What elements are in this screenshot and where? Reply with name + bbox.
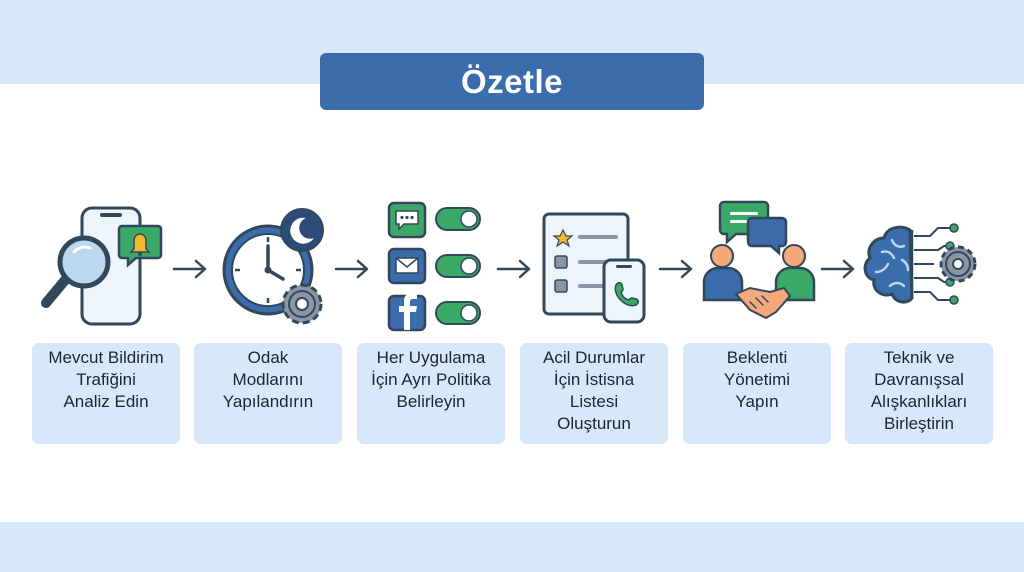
arrow-right-icon (334, 259, 369, 279)
phone-magnifier-bell-icon (41, 206, 163, 326)
app-toggles-icon (387, 201, 481, 332)
clock-moon-gear-icon (222, 208, 324, 325)
step-label: Acil Durumlar İçin İstisna Listesi Oluşt… (542, 348, 646, 433)
page-title-text: Özetle (460, 62, 564, 100)
arrow-right-icon (496, 259, 531, 279)
people-handshake-icon (702, 200, 816, 320)
step-label: Her Uygulama İçin Ayrı Politika Belirley… (371, 348, 491, 411)
step-card-4: Acil Durumlar İçin İstisna Listesi Oluşt… (520, 343, 668, 444)
step-label: Beklenti Yönetimi Yapın (723, 348, 791, 411)
bottom-band (0, 522, 1024, 572)
arrow-right-icon (172, 259, 207, 279)
step-card-6: Teknik ve Davranışsal Alışkanlıkları Bir… (845, 343, 993, 444)
checklist-phone-icon (542, 212, 646, 324)
step-label: Odak Modlarını Yapılandırın (222, 348, 314, 411)
step-card-1: Mevcut Bildirim Trafiğini Analiz Edin (32, 343, 180, 444)
arrow-right-icon (820, 259, 855, 279)
step-card-5: Beklenti Yönetimi Yapın (683, 343, 831, 444)
step-card-3: Her Uygulama İçin Ayrı Politika Belirley… (357, 343, 505, 444)
brain-circuit-gear-icon (863, 223, 977, 305)
step-label: Teknik ve Davranışsal Alışkanlıkları Bir… (870, 348, 968, 433)
page-title: Özetle (320, 53, 704, 110)
step-card-2: Odak Modlarını Yapılandırın (194, 343, 342, 444)
arrow-right-icon (658, 259, 693, 279)
step-label: Mevcut Bildirim Trafiğini Analiz Edin (48, 348, 164, 411)
